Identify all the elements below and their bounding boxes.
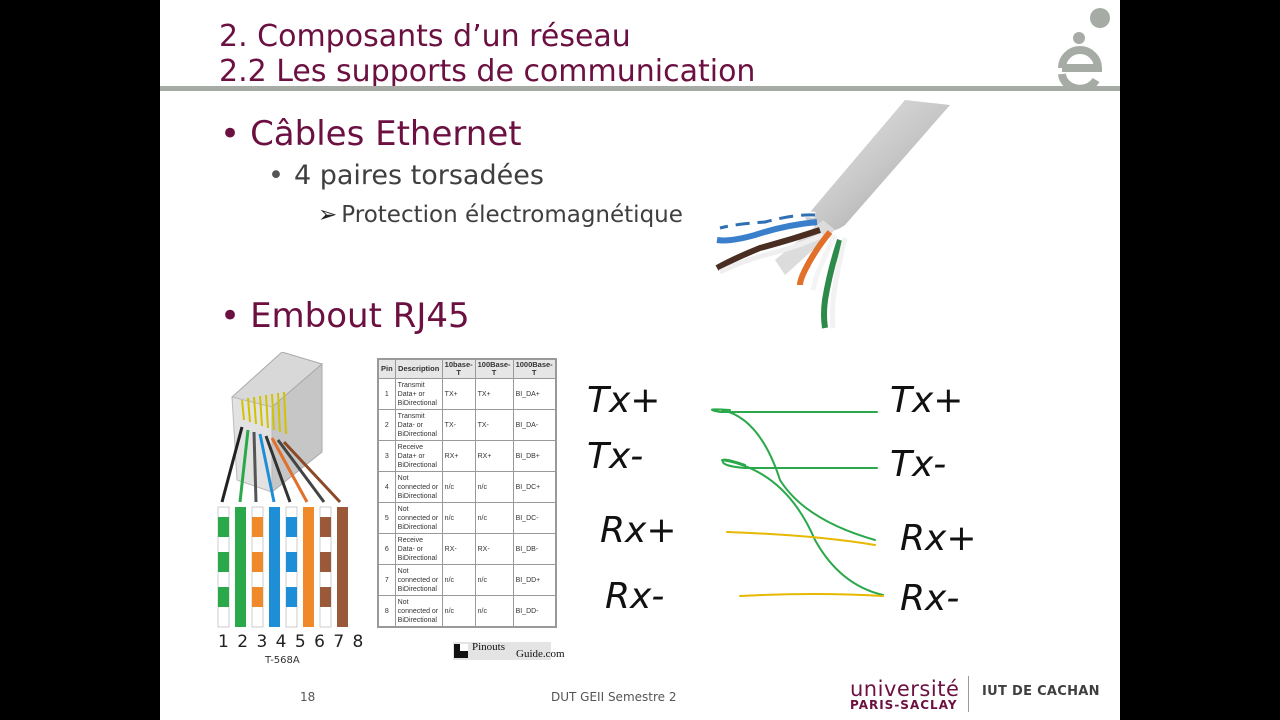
institute-name: IUT DE CACHAN — [982, 684, 1100, 699]
table-cell: 2 — [378, 409, 396, 441]
table-cell: TX+ — [474, 378, 514, 410]
table-cell: BI_DA+ — [512, 378, 556, 410]
bullet-embout-rj45: •Embout RJ45 — [220, 296, 470, 336]
table-cell: BI_DA- — [512, 409, 556, 441]
table-cell: Not connected or BiDirectional — [394, 595, 443, 627]
bullet-cables-ethernet: •Câbles Ethernet — [220, 114, 522, 154]
page-number: 18 — [300, 690, 316, 704]
table-cell: RX- — [474, 533, 514, 565]
pinouts-guide-text-1: Pinouts — [472, 641, 506, 653]
slide-subtitle: 2.2 Les supports de communication — [219, 54, 756, 89]
pinout-table: Pin Description 10base-T 100Base-T 1000B… — [377, 358, 557, 628]
table-cell: BI_DD- — [512, 595, 556, 627]
table-cell: 4 — [378, 471, 396, 503]
table-cell: n/c — [441, 595, 476, 627]
pinouts-guide-text-2: Guide.com — [516, 648, 565, 660]
rj45-connector-image — [217, 352, 348, 628]
table-cell: n/c — [474, 595, 514, 627]
hw-label-right-tx-plus: Tx+ — [890, 380, 963, 421]
table-cell: RX- — [441, 533, 476, 565]
table-cell: Receive Data- or BiDirectional — [394, 533, 443, 565]
ethernet-cable-image — [715, 100, 950, 329]
table-header-cell: 1000Base-T — [512, 359, 556, 379]
footer-course: DUT GEII Semestre 2 — [551, 690, 677, 704]
table-cell: BI_DB+ — [512, 440, 556, 472]
table-cell: Not connected or BiDirectional — [394, 471, 443, 503]
table-cell: RX+ — [474, 440, 514, 472]
table-cell: Not connected or BiDirectional — [394, 564, 443, 596]
pinouts-guide-logo-icon — [453, 642, 551, 660]
table-cell: 6 — [378, 533, 396, 565]
table-cell: BI_DC+ — [512, 471, 556, 503]
table-header-cell: 10base-T — [441, 359, 476, 379]
table-cell: TX- — [441, 409, 476, 441]
university-subname: PARIS-SACLAY — [850, 698, 958, 712]
crossover-handwritten-diagram: Tx+ Tx- Rx+ Rx- Tx+ Tx- Rx+ Rx- — [587, 380, 976, 619]
table-cell: 7 — [378, 564, 396, 596]
table-cell: Not connected or BiDirectional — [394, 502, 443, 534]
logo-separator — [968, 676, 969, 712]
hw-label-left-rx-minus: Rx- — [605, 576, 664, 617]
university-name: université — [850, 677, 960, 701]
wire-tx-plus-straight — [711, 408, 878, 413]
hw-label-right-rx-plus: Rx+ — [900, 518, 976, 559]
table-cell: n/c — [441, 564, 476, 596]
table-cell: n/c — [474, 471, 514, 503]
slide-title: 2. Composants d’un réseau — [219, 19, 631, 54]
table-cell: n/c — [441, 502, 476, 534]
table-cell: Transmit Data+ or BiDirectional — [394, 378, 443, 410]
rj45-pin-numbers: 1 2 3 4 5 6 7 8 — [218, 632, 365, 652]
table-cell: BI_DB- — [512, 533, 556, 565]
wire-tx-plus-to-rx-plus — [721, 409, 876, 541]
rj45-standard-label: T-568A — [265, 655, 300, 666]
pinout-table-header: Pin Description 10base-T 100Base-T 1000B… — [378, 359, 556, 379]
table-cell: TX- — [474, 409, 514, 441]
table-cell: 8 — [378, 595, 396, 627]
bullet-protection: ➢Protection électromagnétique — [318, 202, 683, 228]
hw-label-left-tx-minus: Tx- — [587, 436, 643, 477]
table-header-cell: 100Base-T — [474, 359, 514, 379]
table-cell: BI_DC- — [512, 502, 556, 534]
wire-tx-minus-to-rx-minus — [721, 459, 884, 596]
university-e-logo-icon — [1058, 8, 1110, 90]
table-header-cell: Pin — [378, 359, 396, 379]
table-cell: n/c — [441, 471, 476, 503]
table-header-cell: Description — [394, 359, 443, 379]
table-cell: n/c — [474, 564, 514, 596]
table-cell: n/c — [474, 502, 514, 534]
wire-rx-minus-yellow — [739, 593, 884, 597]
hw-label-left-tx-plus: Tx+ — [587, 380, 660, 421]
table-cell: 5 — [378, 502, 396, 534]
table-cell: Receive Data+ or BiDirectional — [394, 440, 443, 472]
table-cell: BI_DD+ — [512, 564, 556, 596]
wire-rx-plus-yellow — [726, 531, 876, 546]
table-cell: Transmit Data- or BiDirectional — [394, 409, 443, 441]
hw-label-left-rx-plus: Rx+ — [600, 510, 676, 551]
table-cell: RX+ — [441, 440, 476, 472]
hw-label-right-rx-minus: Rx- — [900, 578, 959, 619]
bullet-paires-torsadees: •4 paires torsadées — [268, 160, 544, 191]
slide: 2. Composants d’un réseau 2.2 Les suppor… — [160, 0, 1120, 720]
table-cell: TX+ — [441, 378, 476, 410]
title-divider — [160, 86, 1120, 91]
table-cell: 3 — [378, 440, 396, 472]
hw-label-right-tx-minus: Tx- — [890, 444, 946, 485]
table-cell: 1 — [378, 378, 396, 410]
